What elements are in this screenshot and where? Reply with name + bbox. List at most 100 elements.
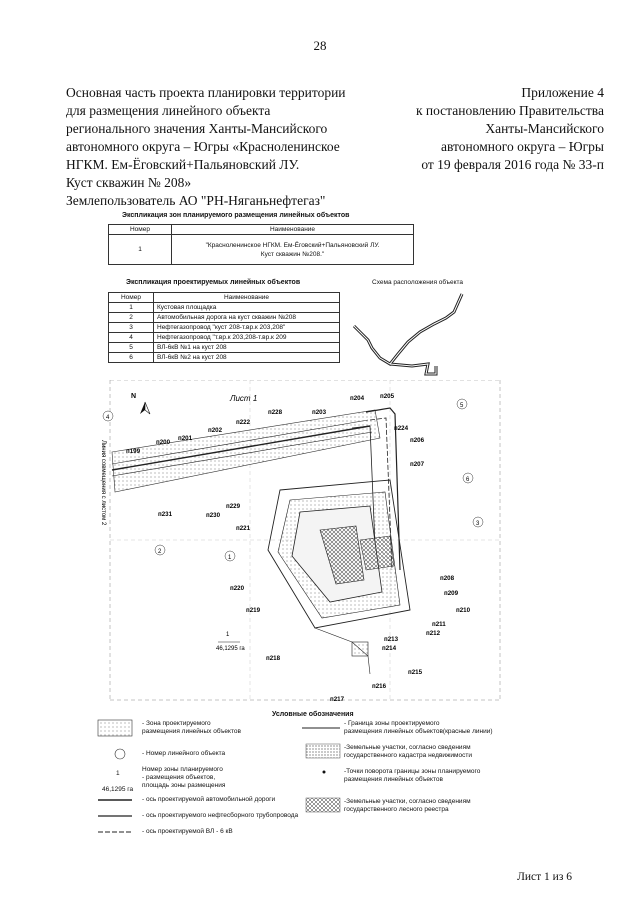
point-label: п201 [178,435,193,442]
header-left-line: Основная часть проекта планировки террит… [66,85,346,100]
legend-zone-symbol [97,719,133,737]
point-label: п199 [126,448,141,455]
sheet-footer: Лист 1 из 6 [517,871,572,883]
object-number-marker: 4 [102,410,114,422]
zones-row-name-line: Куст скважин №208." [260,250,325,258]
legend-zone: - Зона проектируемого размещения линейны… [142,720,241,736]
header-right-line: к постановлению Правительства [415,103,604,118]
pad-zone-border [267,479,411,629]
zones-table-title: Экспликация зон планируемого размещения … [122,212,350,219]
object-number-marker: 6 [462,472,474,484]
object-number-marker: 5 [456,398,468,410]
point-label: п229 [226,503,241,510]
legend-text: государственного лесного реестра [344,806,449,813]
legend-sample-area: 46,1295 га [102,786,134,793]
header-right-line: автономного округа – Югры [441,139,604,154]
page-number: 28 [313,38,327,53]
point-label: п216 [372,683,387,690]
object-name: Нефтегазопровод "т.вр.к 203,208-т.вр.к 2… [153,332,340,343]
legend-land-symbol [305,743,341,759]
equipment-area [359,535,395,571]
scheme-path-inner [353,293,463,375]
header-left-line: Куст скважин № 208» [66,175,192,190]
legend-forest-symbol [305,797,341,813]
point-label: п224 [394,425,409,432]
zones-table: Номер Наименование 1 "Красноленинское НГ… [108,224,414,265]
legend-pipe: - ось проектируемого нефтесборного трубо… [142,812,299,819]
point-label: п206 [410,437,425,444]
well-cluster [319,525,365,585]
zones-row-name-line: "Красноленинское НГКМ. Ем-Ёговский+Палья… [205,241,380,249]
vl-axis [369,417,393,571]
scheme-label: Схема расположения объекта [372,279,463,286]
objects-col-number: Номер [108,292,154,303]
zones-row-number: 1 [108,234,172,265]
object-name: ВЛ-6кВ №1 на куст 208 [153,342,340,353]
point-label: п222 [236,419,251,426]
point-label: п213 [384,636,399,643]
header-left-line: НГКМ. Ем-Ёговский+Пальяновский ЛУ. [66,157,300,172]
object-number: 1 [108,302,154,313]
svg-text:1: 1 [228,555,232,561]
point-label: п230 [206,512,221,519]
point-label: п205 [380,393,395,400]
object-number: 5 [108,342,154,353]
header-right-line: Ханты-Мансийского [485,121,604,136]
legend-text: площадь зоны размещения [142,782,226,789]
point-label: п217 [330,696,345,703]
legend-land: -Земельные участки, согласно сведениям г… [344,744,472,760]
header-left-line: для размещения линейного объекта [66,103,271,118]
side-label: Линия совмещения с листом 2 [100,440,106,526]
point-label: п209 [444,590,459,597]
object-number-marker: 3 [472,516,484,528]
point-label: п210 [456,607,471,614]
header-right: Приложение 4 к постановлению Правительст… [344,84,604,174]
north-arrow-icon [140,401,151,415]
point-label: п203 [312,409,327,416]
legend-text: Номер зоны планируемого [142,766,223,773]
point-label: п221 [236,525,251,532]
point-label: п204 [350,395,365,402]
point-label: п218 [266,655,281,662]
objects-table-title: Экспликация проектируемых линейных объек… [126,279,301,286]
legend-text: государственного кадастра недвижимости [344,752,472,759]
legend-vl: - ось проектируемой ВЛ - 6 кВ [142,828,233,835]
legend-symbols-left [97,719,133,833]
header-left: Основная часть проекта планировки террит… [66,84,386,210]
point-label: п211 [432,621,446,628]
legend-sample-num: 1 [116,770,120,777]
point-label: п231 [158,511,173,518]
area-value: 46,1295 га [216,646,245,652]
point-label: п200 [156,439,171,446]
header-right-line: от 19 февраля 2016 года № 33-п [421,157,604,172]
legend-points: -Точки поворота границы зоны планируемог… [344,768,480,784]
object-name: Нефтегазопровод "куст 208-т.вр.к 203,208… [153,322,340,333]
object-number: 2 [108,312,154,323]
objects-col-name: Наименование [153,292,340,303]
road-edge [111,431,373,477]
legend-objnum: - Номер линейного объекта [142,750,226,757]
header-left-line: автономного округа – Югры «Красноленинск… [66,139,340,154]
site-plan-map: N Лист 1 4 5 6 3 2 1 Линия совмещения с … [100,380,501,703]
legend-text: размещения линейных объектов(красные лин… [344,728,493,735]
legend-zonenum: Номер зоны планируемого - размещения объ… [142,766,225,790]
svg-text:2: 2 [158,549,162,555]
header-right-line: Приложение 4 [521,85,604,100]
object-number: 3 [108,322,154,333]
point-label: п215 [408,669,423,676]
point-label: п214 [382,645,397,652]
area-number: 1 [226,632,230,638]
pipeline-axis [365,407,401,571]
location-scheme [352,293,464,376]
road-edge [111,419,369,465]
point-label: п212 [426,630,441,637]
point-label: п208 [440,575,455,582]
legend-text: -Земельные участки, согласно сведениям [344,798,471,805]
object-number-marker: 2 [154,544,166,556]
object-name: Автомобильная дорога на куст скважин №20… [153,312,340,323]
boundary-segment [314,627,371,675]
legend-title: Условные обозначения [272,711,354,718]
sheet-label: Лист 1 [229,394,257,403]
legend-forest: -Земельные участки, согласно сведениям г… [344,798,471,814]
